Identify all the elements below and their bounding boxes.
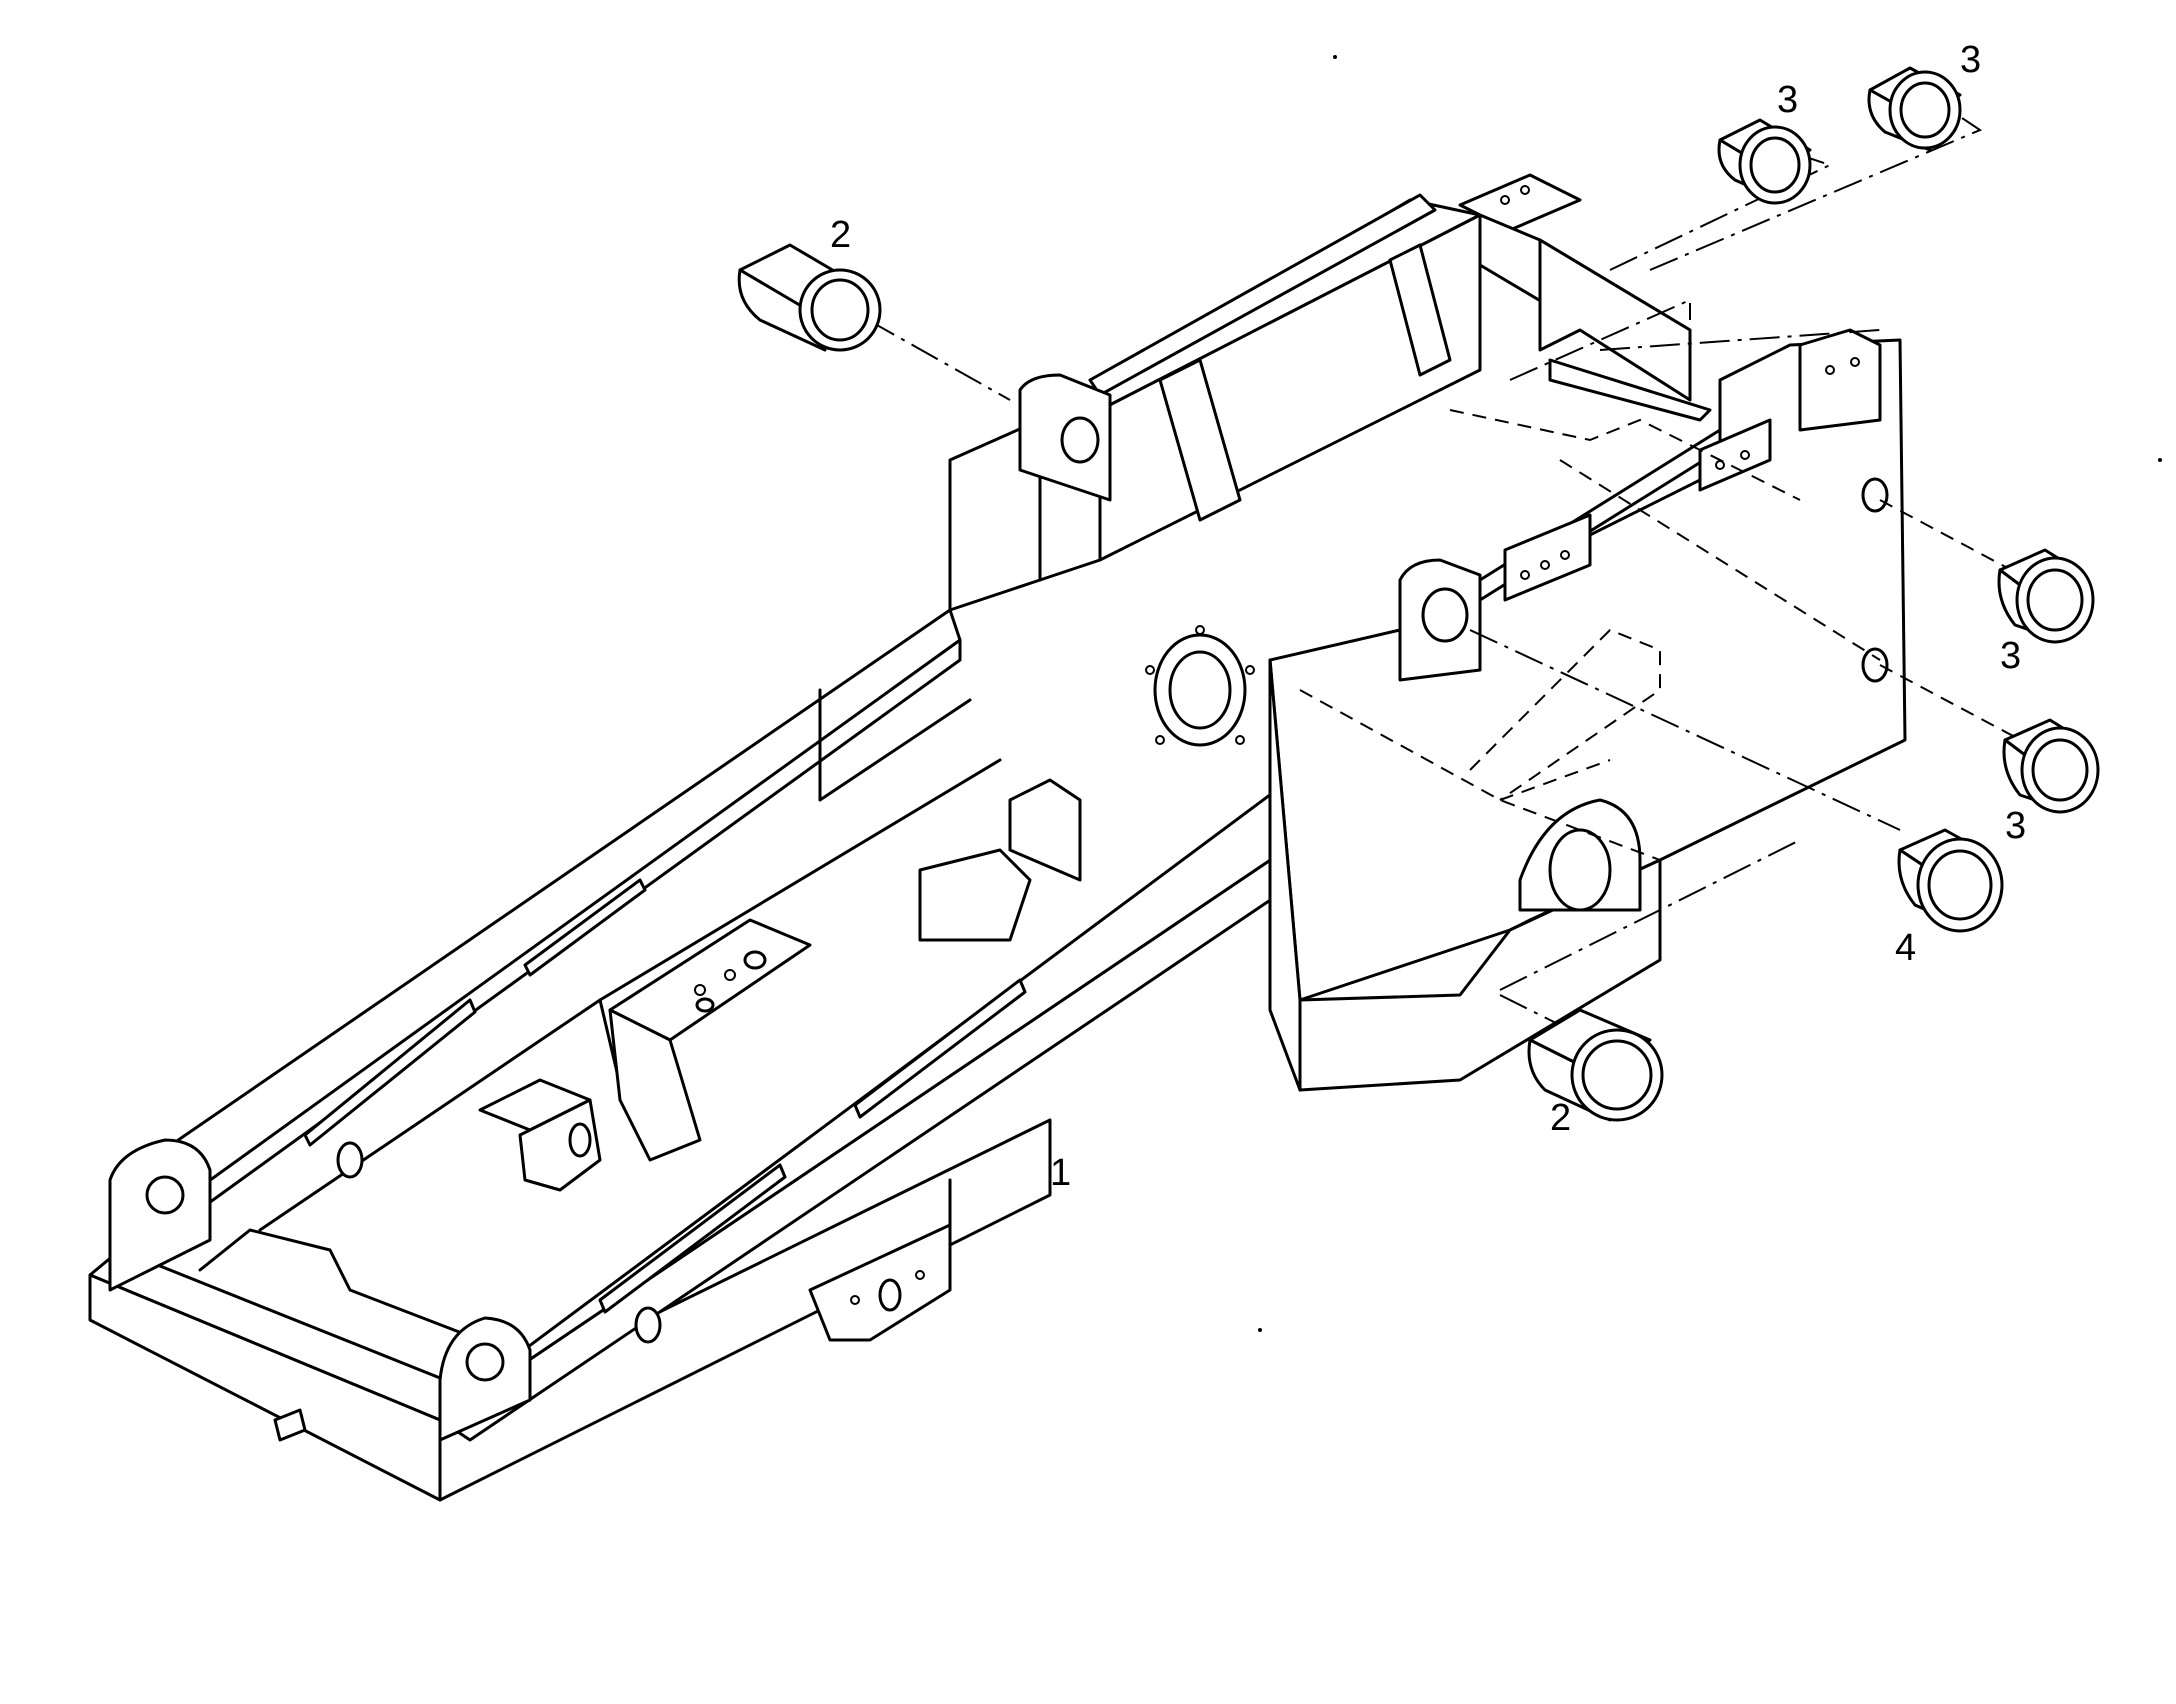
bushing-2-upper (737, 243, 882, 352)
callout-3-top-right: 3 (1960, 39, 1981, 81)
callout-4: 4 (1895, 927, 1916, 969)
callout-1: 1 (1050, 1152, 1071, 1194)
bushing-3-right-upper (1997, 548, 2095, 644)
speck (1333, 55, 1337, 59)
callout-3-right-upper: 3 (2000, 635, 2021, 677)
callout-2-upper: 2 (830, 214, 851, 256)
speck (1258, 1328, 1262, 1332)
center-lines (867, 109, 2031, 1051)
bushing-3-right-lower (2002, 718, 2100, 814)
bushing-2-lower (1527, 1008, 1664, 1122)
bushing-3-top-right (1867, 66, 1962, 152)
bushing-4 (1897, 828, 2004, 933)
speck (2158, 458, 2162, 462)
callout-3-right-lower: 3 (2005, 805, 2026, 847)
main-frame (88, 173, 1907, 1502)
bushing-3-top-left (1717, 118, 1812, 205)
callout-2-lower: 2 (1550, 1097, 1571, 1139)
callout-3-top-left: 3 (1777, 79, 1798, 121)
